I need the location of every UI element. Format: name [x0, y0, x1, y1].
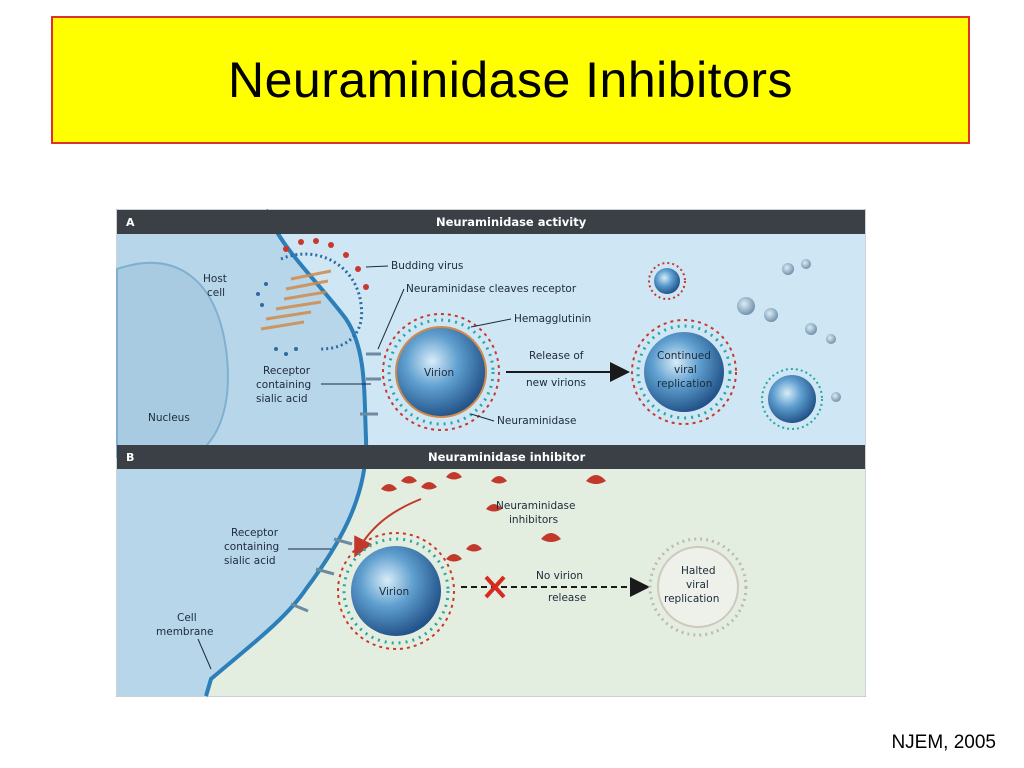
host-cell-line2: cell [207, 287, 225, 299]
budding-virus [256, 238, 369, 356]
cleaves-leader [377, 288, 405, 350]
inhibitors-line2: inhibitors [509, 514, 558, 526]
blocked-x-icon [484, 575, 506, 599]
cell-membrane-leader [197, 638, 212, 670]
release-line1: Release of [529, 350, 584, 362]
virion-b-label: Virion [379, 586, 409, 598]
panel-b-header [117, 445, 865, 469]
host-cell-line1: Host [203, 273, 227, 285]
hemagglutinin-leader [470, 318, 512, 328]
inhibitors-line1: Neuraminidase [496, 500, 575, 512]
continued-line3: replication [657, 378, 712, 390]
budding-leader [365, 265, 389, 268]
neuraminidase-label: Neuraminidase [497, 415, 576, 427]
inhibitor-molecules [381, 472, 606, 562]
continued-virion [631, 319, 737, 425]
receptor-a-line2: containing [256, 379, 311, 391]
cell-membrane-line1: Cell [177, 612, 197, 624]
virion-b [337, 532, 455, 650]
receptor-b-line1: Receptor [231, 527, 279, 539]
halted-line1: Halted [681, 565, 716, 577]
receptor-b-line3: sialic acid [224, 555, 276, 567]
released-virions [648, 259, 841, 430]
virion-a-label: Virion [424, 367, 454, 379]
panel-a-letter: A [126, 216, 135, 229]
release-line2: new virions [526, 377, 586, 389]
halted-virion [648, 537, 748, 637]
cell-membrane-line2: membrane [156, 626, 213, 638]
receptor-b-line2: containing [224, 541, 279, 553]
virion-a [382, 313, 500, 431]
slide-title: Neuraminidase Inhibitors [227, 52, 794, 108]
panel-b-letter: B [126, 451, 134, 464]
receptor-a-line1: Receptor [263, 365, 311, 377]
panel-a-header [117, 210, 865, 234]
citation: NJEM, 2005 [891, 732, 996, 753]
panel-a-title: Neuraminidase activity [436, 215, 587, 229]
receptor-stubs [290, 352, 381, 613]
inhibitor-arrow [354, 498, 422, 558]
panel-b-title: Neuraminidase inhibitor [428, 450, 586, 464]
no-release-line2: release [548, 592, 586, 604]
receptor-a-line3: sialic acid [256, 393, 308, 405]
no-release-line1: No virion [536, 570, 583, 582]
halted-line3: replication [664, 593, 719, 605]
halted-line2: viral [686, 579, 709, 591]
hemagglutinin-label: Hemagglutinin [514, 313, 591, 325]
figure-svg: A Neuraminidase activity B Neuraminidase… [116, 209, 866, 697]
cleaves-label: Neuraminidase cleaves receptor [406, 283, 577, 295]
nucleus-label: Nucleus [148, 412, 190, 424]
continued-line1: Continued [657, 350, 711, 362]
neuraminidase-figure: A Neuraminidase activity B Neuraminidase… [116, 209, 866, 697]
budding-label: Budding virus [391, 260, 463, 272]
continued-line2: viral [674, 364, 697, 376]
title-box: Neuraminidase Inhibitors [51, 16, 970, 144]
neuraminidase-leader [470, 413, 495, 422]
